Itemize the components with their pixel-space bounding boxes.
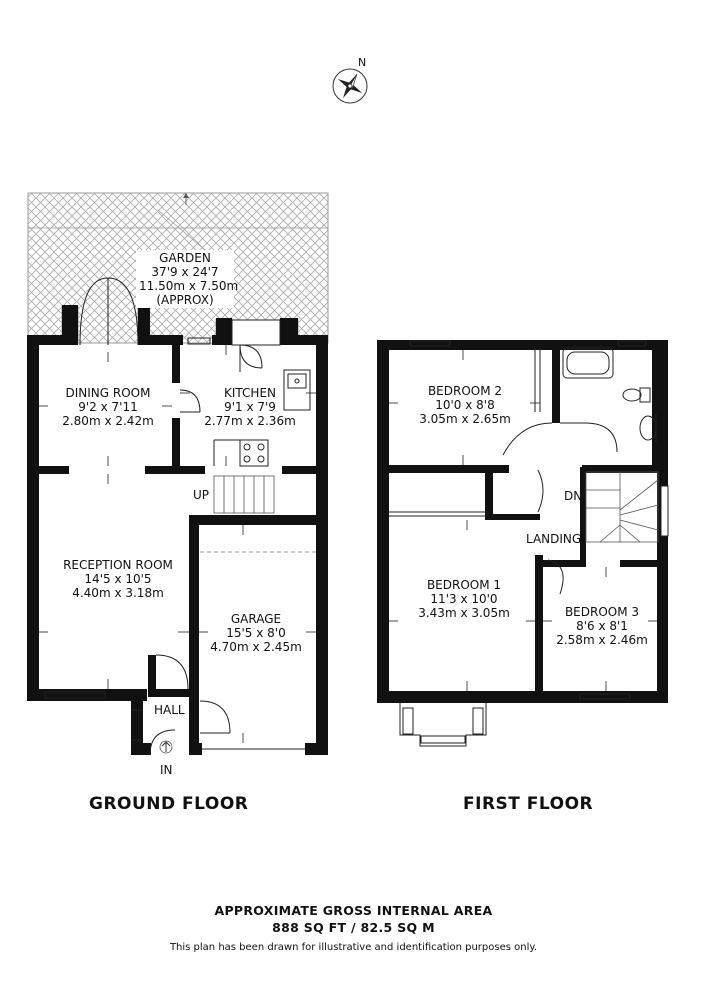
reception-room-imperial: 14'5 x 10'5 (84, 572, 152, 586)
bedroom-1-name: BEDROOM 1 (426, 578, 502, 592)
hall-label: HALL (154, 703, 185, 717)
entrance-label: IN (160, 763, 173, 777)
entrance-arrow-icon (159, 740, 173, 754)
garage-label: GARAGE 15'5 x 8'0 4.70m x 2.45m (204, 612, 308, 654)
first-dimension-arrows (389, 350, 657, 691)
stairs-down-label: DN (564, 489, 583, 503)
bedroom-3-imperial: 8'6 x 8'1 (576, 619, 628, 633)
bedroom-2-metric: 3.05m x 2.65m (419, 412, 511, 426)
first-floor-title: FIRST FLOOR (463, 794, 594, 814)
reception-room-metric: 4.40m x 3.18m (72, 586, 164, 600)
kitchen-imperial: 9'1 x 7'9 (224, 400, 276, 414)
bedroom-1-metric: 3.43m x 3.05m (418, 606, 510, 620)
garage-name: GARAGE (230, 612, 282, 626)
kitchen-label: KITCHEN 9'1 x 7'9 2.77m x 2.36m (198, 386, 302, 428)
landing-label: LANDING (526, 532, 582, 546)
reception-room-name: RECEPTION ROOM (63, 558, 173, 572)
ground-floor-title: GROUND FLOOR (89, 794, 249, 814)
bedroom-3-label: BEDROOM 3 8'6 x 8'1 2.58m x 2.46m (548, 605, 656, 647)
bedroom-1-imperial: 11'3 x 10'0 (430, 592, 498, 606)
garage-imperial: 15'5 x 8'0 (226, 626, 286, 640)
bedroom-2-imperial: 10'0 x 8'8 (435, 398, 495, 412)
dining-room-label: DINING ROOM 9'2 x 7'11 2.80m x 2.42m (48, 386, 168, 428)
dining-room-metric: 2.80m x 2.42m (62, 414, 154, 428)
ground-floor-fixtures (44, 277, 316, 756)
first-floor-fixtures (389, 340, 669, 747)
disclaimer: This plan has been drawn for illustrativ… (169, 942, 538, 953)
area-value: 888 SQ FT / 82.5 SQ M (272, 920, 435, 935)
compass-rose-icon (332, 68, 368, 104)
reception-room-label: RECEPTION ROOM 14'5 x 10'5 4.40m x 3.18m (48, 558, 188, 600)
kitchen-name: KITCHEN (224, 386, 276, 400)
bedroom-2-name: BEDROOM 2 (427, 384, 503, 398)
bedroom-3-metric: 2.58m x 2.46m (556, 633, 648, 647)
area-footer: APPROXIMATE GROSS INTERNAL AREA 888 SQ F… (0, 902, 707, 953)
garden-label: GARDEN 37'9 x 24'7 11.50m x 7.50m (APPRO… (136, 250, 239, 308)
dining-room-name: DINING ROOM (65, 386, 151, 400)
dining-room-imperial: 9'2 x 7'11 (78, 400, 138, 414)
kitchen-metric: 2.77m x 2.36m (204, 414, 296, 428)
bedroom-2-label: BEDROOM 2 10'0 x 8'8 3.05m x 2.65m (405, 384, 525, 426)
garage-metric: 4.70m x 2.45m (210, 640, 302, 654)
garden-imperial: 37'9 x 24'7 (151, 265, 219, 279)
compass-north-label: N (358, 56, 367, 69)
bedroom-1-label: BEDROOM 1 11'3 x 10'0 3.43m x 3.05m (400, 578, 528, 620)
garden-note: (APPROX) (156, 293, 214, 307)
ground-floor-walls (27, 305, 328, 755)
area-title: APPROXIMATE GROSS INTERNAL AREA (214, 903, 493, 918)
garden-name: GARDEN (159, 251, 211, 265)
ground-dimension-arrows (39, 345, 316, 743)
garden-metric: 11.50m x 7.50m (139, 279, 239, 293)
bedroom-3-name: BEDROOM 3 (564, 605, 640, 619)
stairs-up-label: UP (193, 488, 210, 502)
